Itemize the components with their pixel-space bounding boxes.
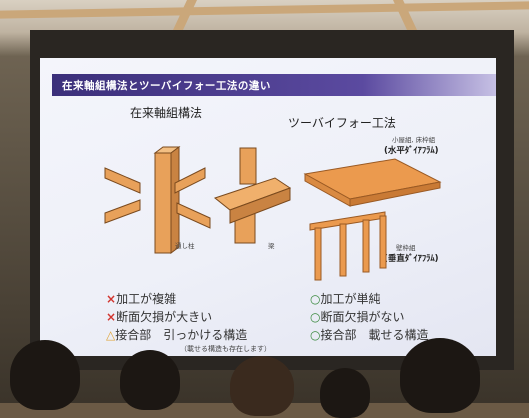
cross-mark: ×: [106, 310, 117, 324]
slide-title: 在来軸組構法とツーバイフォー工法の違い: [62, 80, 271, 92]
left-list-item: ×加工が複雑: [106, 292, 177, 306]
right-list-item: ○断面欠損がない: [310, 310, 405, 324]
cross-mark: ×: [106, 292, 117, 306]
horizontal-frame: [303, 158, 442, 207]
slide-title-bar: 在来軸組構法とツーバイフォー工法の違い: [52, 74, 496, 96]
horizontal-diaphragm-label: (水平ﾀﾞｲｱﾌﾗﾑ): [384, 146, 439, 156]
right-heading: ツーバイフォー工法: [288, 116, 396, 130]
audience-head: [120, 350, 180, 410]
right-list-item: ○接合部 載せる構造: [310, 328, 429, 342]
left-list-item: △接合部 引っかける構造: [106, 328, 248, 342]
floor-roof-frame-label: 小屋組, 床枠組: [392, 136, 436, 144]
vertical-diaphragm-label: (垂直ﾀﾞｲｱﾌﾗﾑ): [384, 254, 439, 264]
two-by-four-diagram: [303, 158, 442, 281]
left-list-item: ×断面欠損が大きい: [106, 310, 213, 324]
audience-head: [230, 356, 294, 416]
audience-head: [320, 368, 370, 418]
wall-frame-label: 壁枠組: [396, 244, 416, 252]
pillar-label: 通し柱: [175, 242, 195, 250]
circle-mark: ○: [310, 328, 321, 342]
traditional-joint-diagram: [104, 146, 292, 254]
beam-joint: [213, 147, 292, 244]
wall-frame: [309, 211, 387, 281]
circle-mark: ○: [310, 292, 321, 306]
audience-head: [10, 340, 80, 410]
center-pillar: [153, 146, 181, 254]
beam-label: 梁: [268, 242, 275, 250]
triangle-mark: △: [106, 328, 116, 342]
circle-mark: ○: [310, 310, 321, 324]
presentation-slide: 在来軸組構法とツーバイフォー工法の違い 在来軸組構法 ツーバイフォー工法 通し柱…: [40, 58, 496, 356]
audience-heads: [0, 320, 529, 418]
left-list-note: （載せる構造も存在します）: [180, 345, 271, 353]
left-heading: 在来軸組構法: [130, 106, 203, 120]
right-list-item: ○加工が単純: [310, 292, 381, 306]
joint-arms: [104, 167, 211, 229]
audience-head: [400, 338, 480, 413]
